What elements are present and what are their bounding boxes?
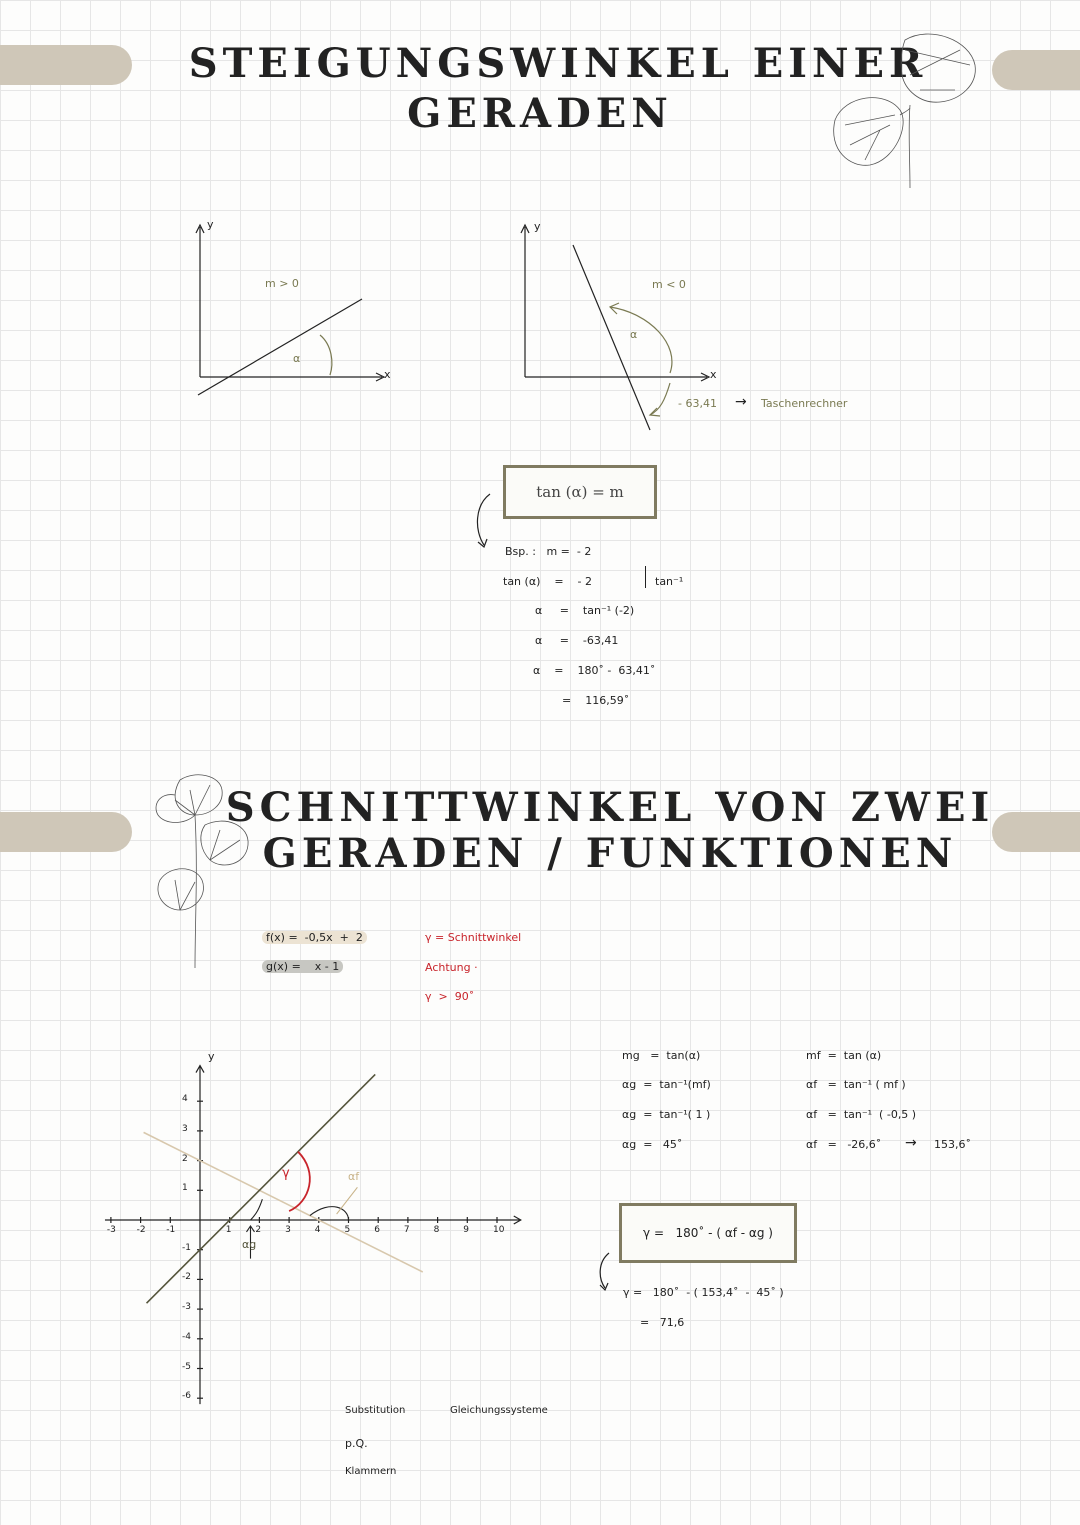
note-substitution: Substitution bbox=[345, 1405, 406, 1416]
tan-formula-text: tan (α) = m bbox=[536, 483, 624, 501]
right-graph-y-label: y bbox=[534, 220, 541, 233]
left-graph-y-label: y bbox=[207, 218, 214, 231]
right-tab-top bbox=[992, 50, 1080, 90]
right-tab-bottom bbox=[992, 812, 1080, 852]
achtung-note: Achtung · bbox=[425, 961, 478, 974]
y-tick-label: 4 bbox=[182, 1094, 188, 1105]
x-axis-arrow bbox=[513, 1215, 522, 1225]
y-tick-label: 3 bbox=[182, 1123, 188, 1134]
left-graph-x-label: x bbox=[384, 368, 391, 381]
calc-g-line: mg = tan(α) bbox=[622, 1049, 701, 1062]
y-tick-label: -2 bbox=[182, 1272, 191, 1283]
alpha-g-arc bbox=[250, 1199, 263, 1221]
y-tick-label: 1 bbox=[182, 1183, 188, 1194]
example-line6: = 116,59˚ bbox=[562, 694, 630, 707]
calc-g-line: αg = 45˚ bbox=[622, 1138, 683, 1151]
gamma-arc bbox=[288, 1151, 311, 1212]
y-tick-label: 2 bbox=[182, 1153, 188, 1164]
example-line1: Bsp. : m = - 2 bbox=[505, 545, 592, 558]
left-graph-slope-label: m > 0 bbox=[265, 277, 299, 290]
gamma-angle-label: γ bbox=[282, 1166, 290, 1181]
calc-f-line: αf = tan⁻¹ ( mf ) bbox=[806, 1078, 906, 1091]
calc-f-result: 153,6˚ bbox=[934, 1138, 971, 1151]
y-tick-label: -1 bbox=[182, 1242, 191, 1253]
curved-arrow-2 bbox=[599, 1252, 610, 1292]
y-tick-label: -6 bbox=[182, 1391, 191, 1402]
y-axis-arrow bbox=[195, 1064, 205, 1073]
graph-negative-slope bbox=[520, 223, 711, 431]
alpha-g-pointer-head bbox=[246, 1224, 255, 1233]
x-tick-label: 4 bbox=[314, 1225, 321, 1235]
f-definition-text: f(x) = -0,5x + 2 bbox=[262, 931, 367, 944]
x-tick-label: -2 bbox=[136, 1225, 146, 1235]
section2-title-line1: Schnittwinkel von zwei bbox=[225, 784, 995, 831]
note-klammern: Klammern bbox=[345, 1466, 397, 1477]
right-graph-note-value: - 63,41 bbox=[678, 397, 717, 410]
alpha-f-arc bbox=[309, 1206, 350, 1221]
calc-f-line: mf = tan (α) bbox=[806, 1049, 882, 1062]
x-tick-label: 9 bbox=[463, 1225, 470, 1235]
left-tab-bottom bbox=[0, 812, 132, 852]
tan-formula-box: tan (α) = m bbox=[503, 465, 657, 519]
right-graph-slope-label: m < 0 bbox=[652, 278, 686, 291]
f-line bbox=[143, 1131, 424, 1273]
gamma-calc-line1: γ = 180˚ - ( 153,4˚ - 45˚ ) bbox=[623, 1286, 784, 1299]
example-line2-left: tan (α) = - 2 bbox=[503, 575, 593, 588]
section1-title-line1: Steigungswinkel einer bbox=[188, 40, 928, 87]
alpha-f-angle-label: αf bbox=[348, 1170, 360, 1183]
section2-title-line2: Geraden / Funktionen bbox=[262, 830, 958, 877]
y-tick-label: -4 bbox=[182, 1331, 191, 1342]
right-graph-note-arrow: → bbox=[735, 394, 747, 410]
alpha-f-pointer bbox=[336, 1186, 358, 1215]
curved-arrow-1 bbox=[476, 493, 491, 549]
graph-positive-slope bbox=[195, 223, 386, 396]
monstera-leaf-icon bbox=[833, 33, 976, 189]
g-line bbox=[145, 1073, 376, 1304]
gamma-formula-box: γ = 180˚ - ( αf - αg ) bbox=[619, 1203, 797, 1263]
calc-g-line: αg = tan⁻¹( 1 ) bbox=[622, 1108, 711, 1121]
f-definition: f(x) = -0,5x + 2 bbox=[262, 931, 367, 944]
left-tab-top bbox=[0, 45, 132, 85]
note-gleichungssysteme: Gleichungssysteme bbox=[450, 1405, 548, 1416]
right-graph-angle-label: α bbox=[630, 328, 638, 341]
calc-f-line: αf = -26,6˚ bbox=[806, 1138, 882, 1151]
section1-title-line2: Geraden bbox=[407, 90, 673, 137]
gamma-definition: γ = Schnittwinkel bbox=[425, 931, 522, 944]
calc-g-line: αg = tan⁻¹(mf) bbox=[622, 1078, 711, 1091]
x-tick-label: 10 bbox=[493, 1225, 505, 1235]
x-tick-label: -3 bbox=[106, 1225, 116, 1235]
x-tick-label: 8 bbox=[433, 1225, 440, 1235]
flower-drawing-icon bbox=[155, 774, 249, 969]
left-graph-angle-label: α bbox=[293, 352, 301, 365]
example-line5: α = 180˚ - 63,41˚ bbox=[533, 664, 656, 677]
y-tick-label: -3 bbox=[182, 1302, 191, 1313]
coordinate-graph bbox=[104, 1064, 522, 1405]
right-graph-note-text: Taschenrechner bbox=[761, 397, 848, 410]
right-graph-x-label: x bbox=[710, 368, 717, 381]
calc-f-result-arrow: → bbox=[905, 1135, 917, 1151]
x-tick-label: -1 bbox=[166, 1225, 176, 1235]
x-tick-label: 3 bbox=[285, 1225, 291, 1235]
example-line2-right: tan⁻¹ bbox=[655, 575, 684, 588]
x-tick-label: 2 bbox=[255, 1225, 262, 1235]
gamma-calc-line2: = 71,6 bbox=[640, 1316, 685, 1329]
gamma-formula-text: γ = 180˚ - ( αf - αg ) bbox=[643, 1226, 773, 1240]
calc-f-line: αf = tan⁻¹ ( -0,5 ) bbox=[806, 1108, 917, 1121]
x-tick-label: 1 bbox=[225, 1225, 232, 1235]
note-pq: p.Q. bbox=[345, 1437, 368, 1450]
example-divider bbox=[645, 566, 646, 588]
example-line4: α = -63,41 bbox=[535, 634, 619, 647]
example-line3: α = tan⁻¹ (-2) bbox=[535, 604, 635, 617]
g-definition-text: g(x) = x - 1 bbox=[262, 960, 344, 973]
g-definition: g(x) = x - 1 bbox=[262, 960, 344, 973]
alpha-g-angle-label: αg bbox=[242, 1238, 257, 1251]
x-tick-label: 6 bbox=[374, 1225, 380, 1235]
x-tick-label: 7 bbox=[403, 1225, 410, 1235]
gamma-condition: γ > 90˚ bbox=[425, 990, 475, 1003]
x-tick-label: 5 bbox=[344, 1225, 351, 1235]
y-tick-label: -5 bbox=[182, 1361, 191, 1372]
coord-graph-y-label: y bbox=[208, 1050, 215, 1063]
